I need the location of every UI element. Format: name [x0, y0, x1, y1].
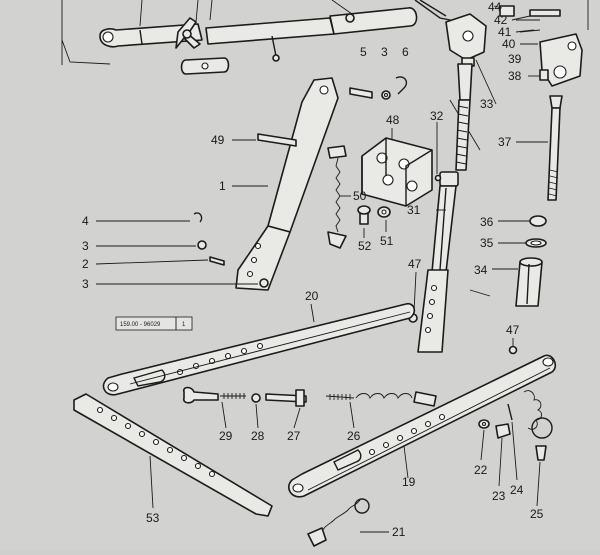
callout-numbers: 1 2 3 3 3 4 5 6 19 20 21 22 23 24 25 26 …: [82, 0, 544, 539]
callout-44: 44: [488, 0, 502, 14]
callout-50: 50: [353, 189, 367, 203]
callout-2: 2: [82, 257, 89, 271]
top-link-assembly: [99, 0, 418, 75]
lower-link-19: [288, 354, 557, 498]
frame-line-corner: [61, 39, 111, 65]
callout-5: 5: [360, 45, 367, 59]
callout-24: 24: [510, 483, 524, 497]
small-parts-top: [349, 76, 408, 100]
callout-22: 22: [474, 463, 488, 477]
callout-34: 34: [474, 263, 488, 277]
callout-26: 26: [347, 429, 361, 443]
callout-27: 27: [287, 429, 301, 443]
callout-1: 1: [219, 179, 226, 193]
callout-19: 19: [402, 475, 416, 489]
callout-51: 51: [380, 234, 394, 248]
callout-49: 49: [211, 133, 225, 147]
check-chain-assembly: [182, 345, 518, 407]
check-chain-50: [327, 145, 391, 249]
callout-40: 40: [502, 37, 516, 51]
callout-3-top: 3: [381, 45, 388, 59]
callout-20: 20: [305, 289, 319, 303]
callout-29: 29: [219, 429, 233, 443]
adjusting-screw-assembly: [515, 95, 563, 307]
callout-38: 38: [508, 69, 522, 83]
callout-36: 36: [480, 215, 494, 229]
levelling-box-assembly: [414, 0, 583, 87]
callout-42: 42: [494, 13, 508, 27]
callout-4: 4: [82, 214, 89, 228]
lifting-rod-assembly: [361, 63, 473, 353]
callout-53: 53: [146, 511, 160, 525]
callout-41: 41: [498, 25, 512, 39]
callout-52: 52: [358, 239, 372, 253]
callout-leader-lines: [95, 5, 548, 533]
callout-23: 23: [492, 489, 506, 503]
callout-37: 37: [498, 135, 512, 149]
lower-link-20: [102, 302, 416, 396]
callout-33: 33: [480, 97, 494, 111]
callout-47-lower: 47: [506, 323, 520, 337]
callout-31: 31: [407, 203, 421, 217]
callout-48: 48: [386, 113, 400, 127]
callout-32: 32: [430, 109, 444, 123]
callout-35: 35: [480, 236, 494, 250]
drawing-reference-box: 159.00 - 96029 1: [115, 316, 193, 331]
callout-3-lower: 3: [82, 277, 89, 291]
callout-39: 39: [508, 52, 522, 66]
callout-25: 25: [530, 507, 544, 521]
lower-link-53: [73, 393, 273, 517]
lift-rod-link: [193, 77, 339, 291]
callout-21: 21: [392, 525, 406, 539]
sheet-number-text: 1: [182, 322, 186, 328]
callout-47-upper: 47: [408, 257, 422, 271]
callout-28: 28: [251, 429, 265, 443]
lower-right-small-parts: [307, 390, 553, 547]
callout-3-upper: 3: [82, 239, 89, 253]
drawing-ref-text: 159.00 - 96029: [120, 322, 161, 328]
callout-6: 6: [402, 45, 409, 59]
